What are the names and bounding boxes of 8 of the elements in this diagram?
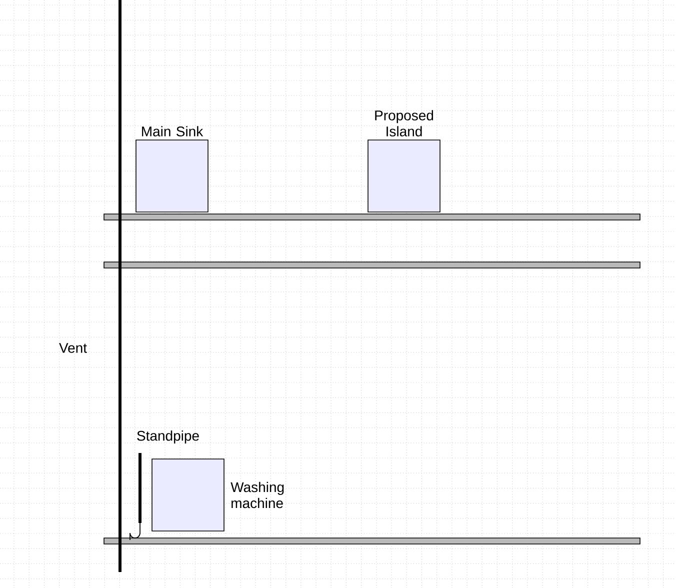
node-label: Washing machine	[230, 482, 284, 508]
appliance-box: Washing machine	[152, 458, 284, 532]
pipe-label: Vent	[59, 343, 87, 353]
node-label: Main Sink	[142, 126, 204, 136]
appliance-box: Main Sink	[136, 126, 208, 212]
appliance-box: Proposed Island	[368, 110, 440, 212]
pipe-label: Standpipe	[137, 430, 199, 444]
node-label: Proposed Island	[375, 110, 434, 136]
